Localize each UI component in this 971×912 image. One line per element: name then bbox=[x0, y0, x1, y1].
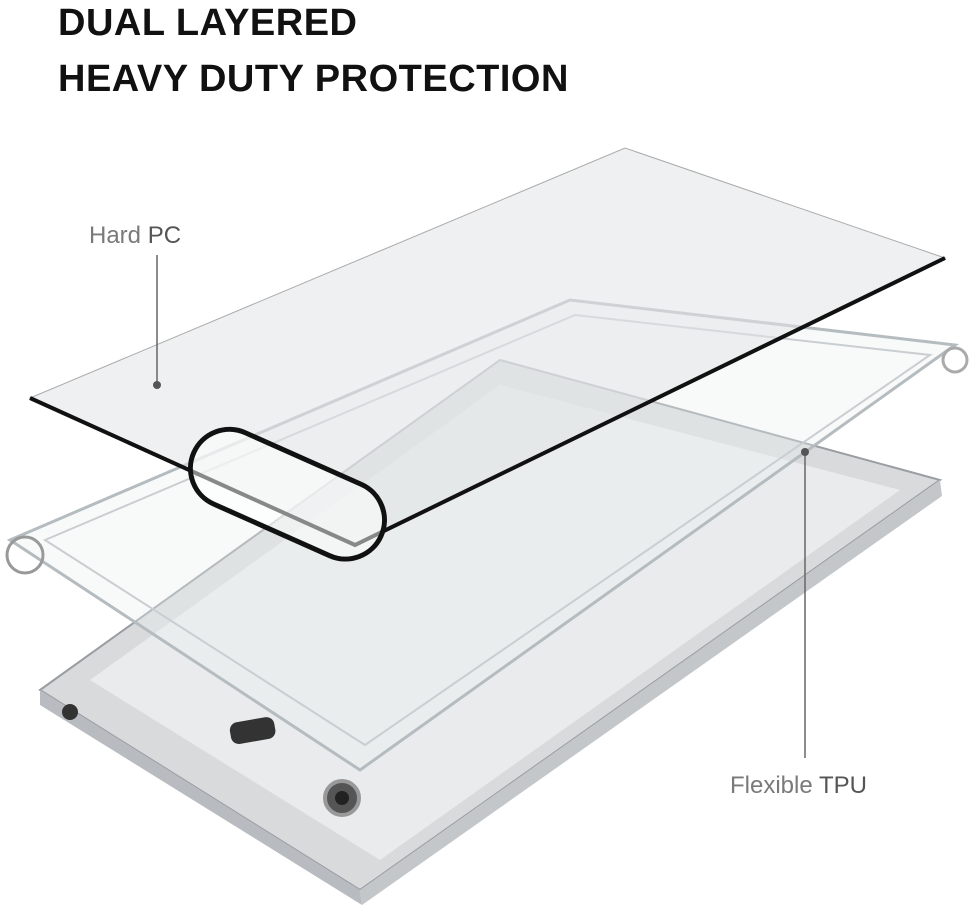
headline-line-1: DUAL LAYERED bbox=[58, 2, 358, 44]
hard-pc-label: Hard PC bbox=[89, 222, 181, 250]
pc-plate bbox=[28, 147, 947, 562]
phone-body bbox=[38, 358, 943, 905]
flexible-tpu-label: Flexible TPU bbox=[730, 772, 867, 800]
headline-line-2: HEAVY DUTY PROTECTION bbox=[58, 58, 569, 100]
hard-pc-label-bold: PC bbox=[147, 222, 182, 249]
flexible-tpu-label-bold: TPU bbox=[818, 772, 867, 799]
tpu-leader-line bbox=[801, 448, 809, 758]
pc-leader-line bbox=[153, 255, 161, 389]
hard-pc-label-light: Hard bbox=[89, 222, 148, 249]
flexible-tpu-label-light: Flexible bbox=[730, 772, 819, 799]
